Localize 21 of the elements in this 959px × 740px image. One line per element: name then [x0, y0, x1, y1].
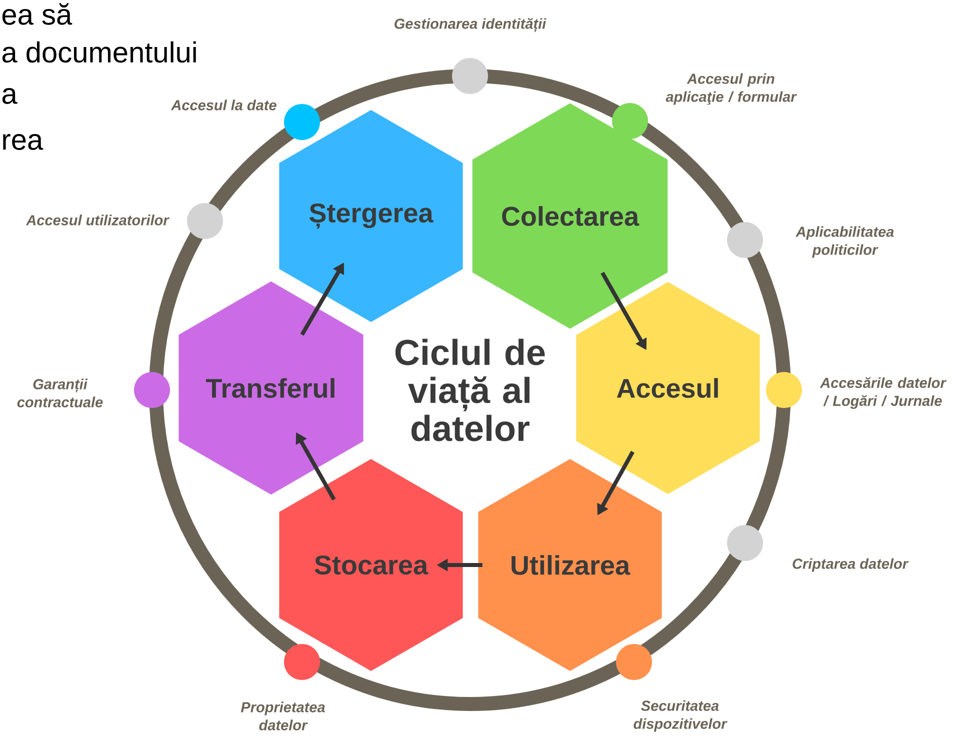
outer-label: Accesul la date — [170, 100, 276, 110]
outer-label: Accesările datelor / Logări / Jurnale — [820, 377, 947, 409]
center-title: Ciclul de viață al datelor — [395, 338, 545, 442]
outer-label: Proprietatea datelor — [240, 702, 325, 730]
hexagon: Utilizarea — [478, 459, 662, 671]
hexagon: Transferul — [178, 281, 364, 495]
body-text: rea — [3, 134, 44, 150]
body-text: a documentului — [2, 41, 196, 63]
hexagon: Colectarea — [472, 103, 668, 329]
hexagon: Stocarea — [279, 459, 463, 671]
body-text: a — [2, 88, 18, 104]
outer-label: Accesul prin aplicaţie / formular — [666, 73, 797, 105]
body-text: ea să — [2, 3, 72, 25]
outer-label: Criptarea datelor — [792, 558, 909, 572]
outer-label: Securitatea dispozitivelor — [634, 700, 728, 732]
hexagon: Accesul — [576, 282, 760, 494]
hexagon: Ștergerea — [279, 110, 463, 322]
outer-label: Garanții contractuale — [17, 378, 103, 408]
outer-label: Gestionarea identității — [394, 18, 546, 32]
outer-label: Aplicabilitatea politicilor — [796, 226, 894, 258]
outer-label: Accesul utilizatorilor — [26, 214, 170, 226]
